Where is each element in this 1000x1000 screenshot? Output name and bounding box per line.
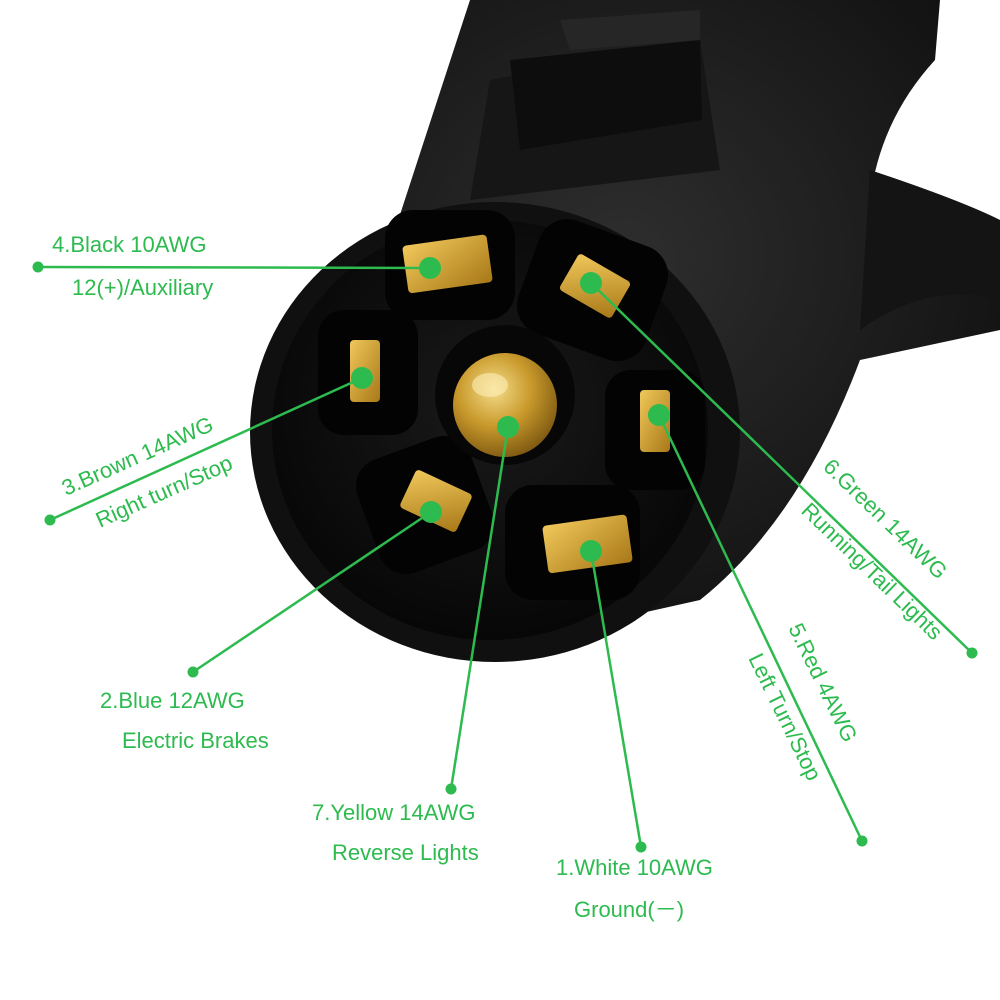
callout-pin-dot-red — [648, 404, 670, 426]
callout-pin-dot-black — [419, 257, 441, 279]
callout-line-brown — [49, 376, 363, 522]
callout-pin-dot-blue — [420, 501, 442, 523]
callouts — [32, 257, 978, 853]
callout-end-dot-brown — [44, 514, 56, 526]
pin-label-black-line1: 4.Black 10AWG — [52, 232, 206, 257]
callout-end-dot-black — [32, 261, 44, 273]
callout-end-dot-green — [966, 647, 978, 659]
pin-label-yellow-line1: 7.Yellow 14AWG — [312, 800, 475, 825]
pin-label-blue-line2: Electric Brakes — [122, 728, 269, 753]
callout-end-dot-yellow — [445, 783, 457, 795]
callout-pin-dot-yellow — [497, 416, 519, 438]
pin-label-yellow-line2: Reverse Lights — [332, 840, 479, 865]
callout-pin-dot-green — [580, 272, 602, 294]
callout-pin-dot-white — [580, 540, 602, 562]
pin-label-green-line1: 6.Green 14AWG — [819, 454, 953, 584]
callout-line-black — [37, 265, 431, 270]
pin-label-blue-line1: 2.Blue 12AWG — [100, 688, 245, 713]
callout-end-dot-red — [856, 835, 868, 847]
callout-line-yellow — [449, 426, 510, 790]
callout-line-red — [657, 414, 864, 842]
callout-pin-dot-brown — [351, 367, 373, 389]
callout-end-dot-white — [635, 841, 647, 853]
callout-end-dot-blue — [187, 666, 199, 678]
pin-label-black-line2: 12(+)/Auxiliary — [72, 275, 213, 300]
pin-label-white-line1: 1.White 10AWG — [556, 855, 713, 880]
callout-line-white — [589, 550, 643, 848]
callout-line-blue — [192, 510, 432, 674]
pin-label-white-line2: Ground(－) — [574, 897, 684, 922]
callout-line-green — [590, 282, 973, 654]
